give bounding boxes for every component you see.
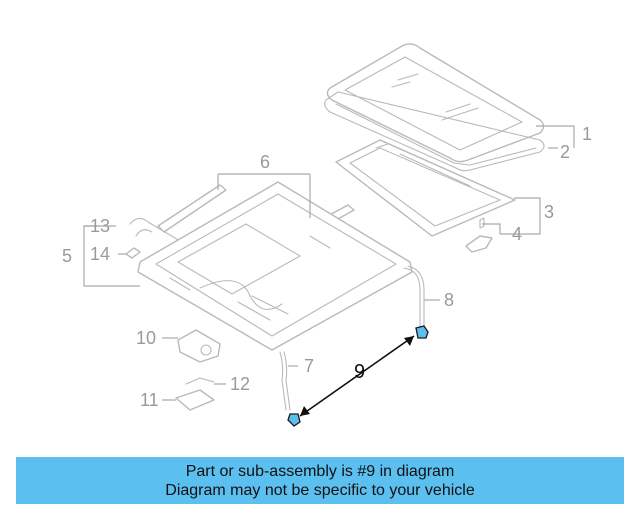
callout-labels: 1 2 3 4 5 6 7 8 9 10 11 12 13 14	[62, 124, 592, 410]
callout-10: 10	[136, 328, 156, 348]
frame-part-3	[335, 139, 516, 237]
motor-part-10	[177, 329, 221, 363]
callout-12: 12	[230, 374, 250, 394]
info-banner: Part or sub-assembly is #9 in diagram Di…	[16, 457, 624, 504]
banner-line-2: Diagram may not be specific to your vehi…	[165, 481, 475, 499]
clip-part-14	[125, 247, 141, 259]
leader-lines	[83, 125, 575, 401]
deflector-arm-part-13	[129, 217, 301, 313]
bracket-part-12	[185, 377, 215, 385]
callout-6: 6	[260, 152, 270, 172]
drain-hose-part-9[interactable]	[287, 325, 429, 427]
callout-3: 3	[544, 202, 554, 222]
callout-11: 11	[140, 390, 159, 410]
callout-13: 13	[90, 216, 110, 236]
switch-part-11	[175, 389, 215, 411]
housing-part-5	[137, 181, 413, 351]
drain-tube-part-8	[403, 265, 425, 329]
banner-line-1: Part or sub-assembly is #9 in diagram	[185, 462, 455, 480]
bracket-part-4	[465, 217, 493, 253]
callout-4: 4	[512, 224, 522, 244]
callout-9: 9	[354, 361, 365, 383]
callout-1: 1	[582, 124, 592, 144]
callout-7: 7	[304, 356, 314, 376]
callout-14: 14	[90, 244, 110, 264]
callout-5: 5	[62, 246, 72, 266]
callout-8: 8	[444, 290, 454, 310]
callout-2: 2	[560, 142, 570, 162]
drain-tube-part-7	[279, 351, 291, 411]
seal-part-2	[324, 91, 545, 172]
glass-panel-part-1	[326, 43, 545, 163]
parts-diagram: 1 2 3 4 5 6 7 8 9 10 11 12 13 14	[62, 43, 592, 427]
